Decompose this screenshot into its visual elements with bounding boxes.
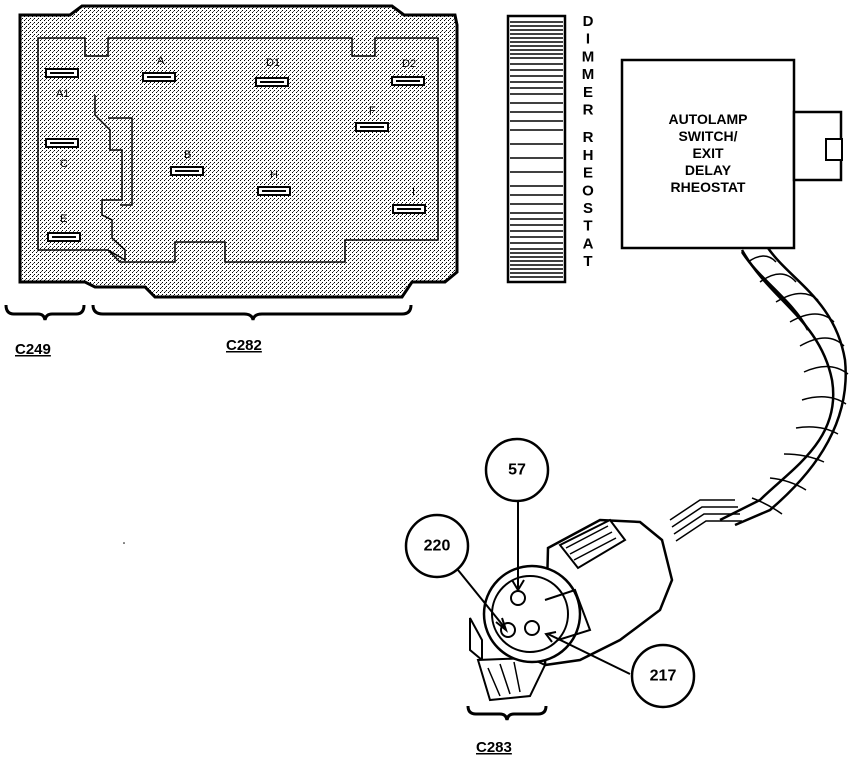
wiring-harness <box>669 247 849 542</box>
dimmer-rheostat-letter: T <box>583 218 592 235</box>
dimmer-rheostat-letter: E <box>583 165 593 182</box>
connector-label-c249: C249 <box>15 341 51 358</box>
connector-brackets <box>4 304 548 721</box>
dimmer-rheostat-letter: E <box>583 84 593 101</box>
pin-slots <box>45 68 426 242</box>
autolamp-line-3: EXIT <box>692 145 724 161</box>
autolamp-line-1: AUTOLAMP <box>668 111 747 127</box>
dimmer-rheostat-letter: R <box>583 102 594 119</box>
pin-label-e: E <box>60 213 67 225</box>
callout-57: 57 <box>484 437 550 503</box>
autolamp-line-2: SWITCH/ <box>678 128 737 144</box>
callout-57-label: 57 <box>508 462 526 479</box>
autolamp-line-4: DELAY <box>685 162 732 178</box>
callout-217-label: 217 <box>650 668 677 685</box>
dimmer-rheostat-letter: D <box>583 13 594 30</box>
dimmer-rheostat-letter: R <box>583 129 594 146</box>
autolamp-line-5: RHEOSTAT <box>671 179 746 195</box>
dimmer-rheostat-letter: T <box>583 253 592 270</box>
connector-label-c282: C282 <box>226 337 262 354</box>
dimmer-rheostat-letter: A <box>583 235 594 252</box>
callout-220-label: 220 <box>424 538 451 555</box>
callout-217: 217 <box>630 643 696 709</box>
pin-label-a: A <box>157 55 165 67</box>
dimmer-rheostat-letter: S <box>583 200 593 217</box>
pin-label-f: F <box>369 105 376 117</box>
pin-label-c: C <box>60 158 68 170</box>
autolamp-switch-box <box>620 58 843 250</box>
pin-label-h: H <box>270 169 278 181</box>
dimmer-rheostat-letter: I <box>586 31 590 48</box>
pin-label-d2: D2 <box>402 58 416 70</box>
dimmer-rheostat-wheel <box>506 14 567 284</box>
pin-label-i: I <box>412 186 415 198</box>
callout-220: 220 <box>404 513 470 579</box>
scan-speck <box>123 542 125 544</box>
dimmer-rheostat-letter: M <box>582 48 595 65</box>
pin-label-a1: A1 <box>56 88 69 100</box>
connector-label-c283: C283 <box>476 739 512 756</box>
pin-label-d1: D1 <box>266 57 280 69</box>
switch-connector-body <box>18 4 459 299</box>
dimmer-rheostat-letter: M <box>582 66 595 83</box>
callout-leaders <box>457 500 631 675</box>
pin-label-b: B <box>184 149 191 161</box>
dimmer-rheostat-letter: H <box>583 147 594 164</box>
dimmer-rheostat-letter: O <box>582 182 594 199</box>
